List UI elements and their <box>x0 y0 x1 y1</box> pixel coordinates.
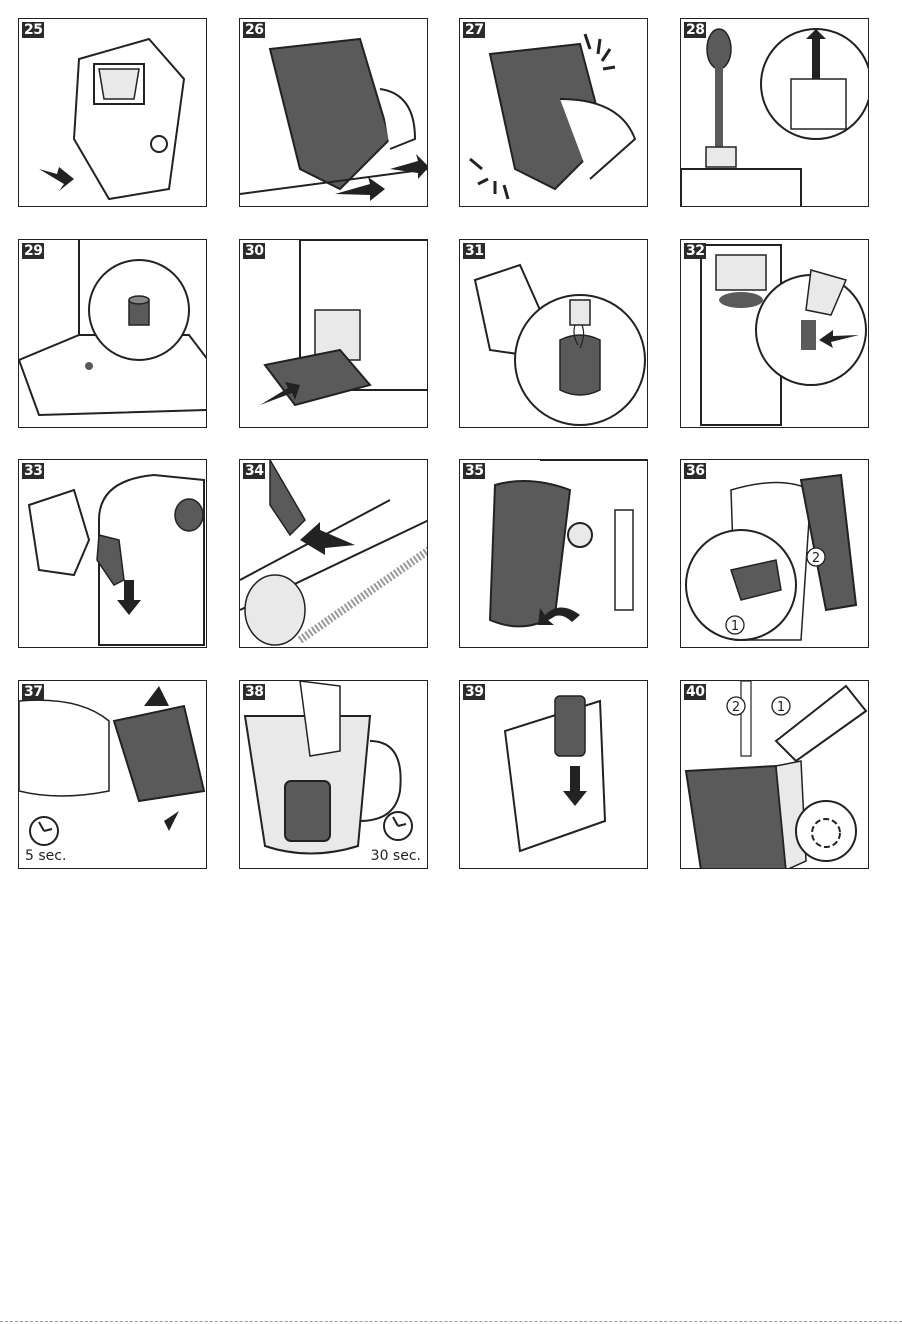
callout-number: 2 <box>812 551 820 566</box>
step-panel-31: 31 <box>459 239 648 428</box>
shake-filter-icon <box>19 681 207 869</box>
callout-number: 2 <box>732 700 740 715</box>
step-number: 25 <box>22 22 44 38</box>
step-panel-38: 38 30 sec. <box>239 680 428 869</box>
duration-caption: 5 sec. <box>25 848 66 864</box>
step-number: 26 <box>243 22 265 38</box>
step-panel-40: 2 1 40 <box>680 680 869 869</box>
step-number: 33 <box>22 463 44 479</box>
rinse-tank-icon: 2 1 <box>681 681 869 869</box>
remove-water-tank-icon <box>460 460 648 648</box>
step-number: 38 <box>243 684 265 700</box>
step-panel-35: 35 <box>459 459 648 648</box>
lubricate-shaft-icon <box>681 240 869 428</box>
rinse-brew-group-icon <box>460 240 648 428</box>
step-panel-36: 2 1 36 <box>680 459 869 648</box>
insert-filter-icon <box>460 681 648 869</box>
spoon-press-icon <box>681 19 869 207</box>
step-panel-26: 26 <box>239 18 428 207</box>
step-number: 27 <box>463 22 485 38</box>
step-panel-25: 25 <box>18 18 207 207</box>
callout-number: 1 <box>731 619 739 634</box>
step-panel-33: 33 <box>18 459 207 648</box>
immerse-filter-icon <box>240 681 428 869</box>
page-footer-rule <box>0 1321 902 1323</box>
brew-group-click-icon <box>460 19 648 207</box>
remove-drip-tray-icon <box>240 240 428 428</box>
step-number: 39 <box>463 684 485 700</box>
apply-grease-icon <box>19 460 207 648</box>
drip-tray-indicator-icon <box>19 240 207 428</box>
step-number: 36 <box>684 463 706 479</box>
step-number: 40 <box>684 684 706 700</box>
insert-brew-group-icon <box>240 19 428 207</box>
step-number: 28 <box>684 22 706 38</box>
remove-filter-icon: 2 1 <box>681 460 869 648</box>
step-number: 30 <box>243 243 265 259</box>
step-panel-39: 39 <box>459 680 648 869</box>
callout-number: 1 <box>777 700 785 715</box>
step-panel-34: 34 <box>239 459 428 648</box>
step-number: 34 <box>243 463 265 479</box>
step-number: 37 <box>22 684 44 700</box>
step-panel-28: 28 <box>680 18 869 207</box>
step-number: 29 <box>22 243 44 259</box>
step-number: 32 <box>684 243 706 259</box>
step-panel-37: 37 5 sec. <box>18 680 207 869</box>
step-panel-30: 30 <box>239 239 428 428</box>
step-panel-29: 29 <box>18 239 207 428</box>
duration-caption: 30 sec. <box>371 848 421 864</box>
step-number: 31 <box>463 243 485 259</box>
grease-rails-icon <box>240 460 428 648</box>
step-number: 35 <box>463 463 485 479</box>
step-panel-32: 32 <box>680 239 869 428</box>
brew-group-rotated-icon <box>19 19 207 207</box>
step-panel-27: 27 <box>459 18 648 207</box>
